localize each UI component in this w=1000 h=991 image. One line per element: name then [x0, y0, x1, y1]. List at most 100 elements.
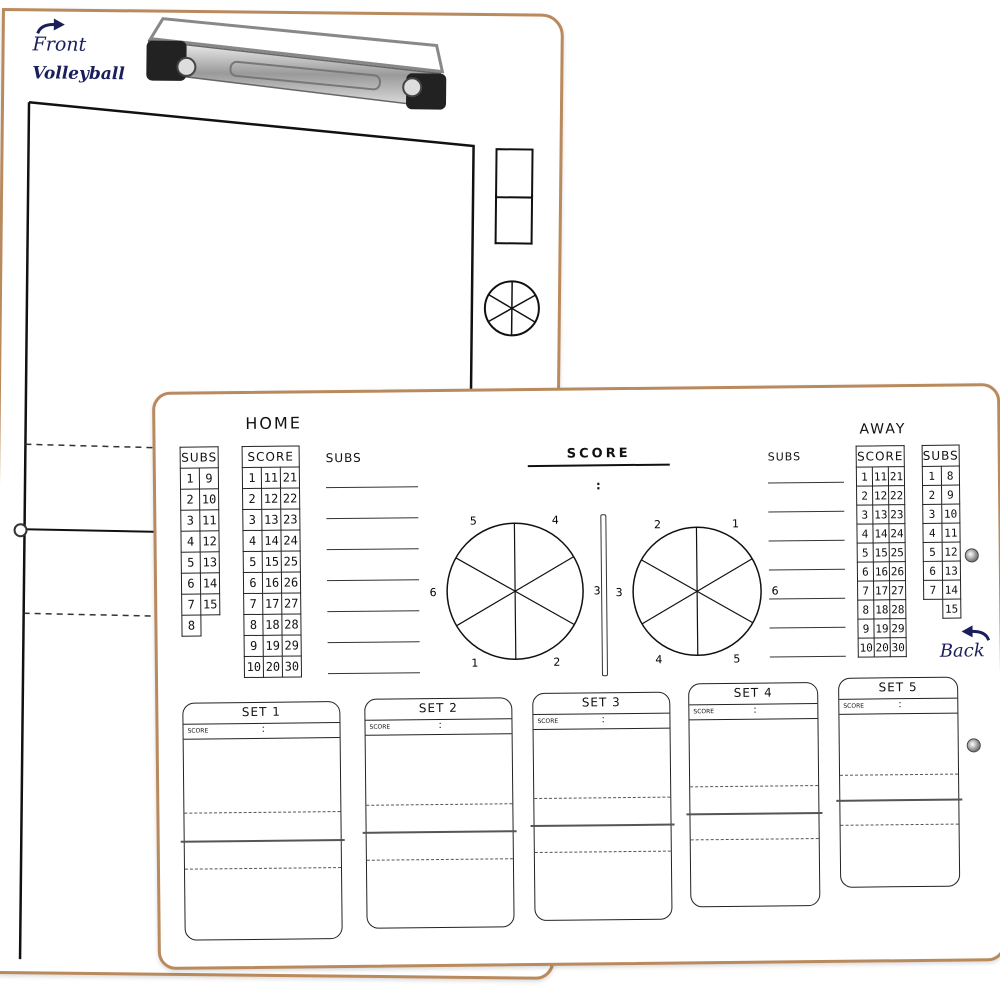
table-cell: 9 — [857, 618, 875, 639]
back-label: Back — [939, 640, 985, 662]
table-cell: 11 — [941, 523, 961, 543]
table-cell: 1 — [242, 467, 262, 489]
table-cell: 1 — [180, 468, 200, 490]
table-cell: 13 — [200, 551, 220, 574]
score-title-underline — [527, 463, 670, 468]
rotation-position-label: 6 — [772, 584, 779, 597]
set-score-label: SCORE — [187, 727, 209, 735]
table-cell: 7 — [181, 594, 201, 616]
table-cell: 12 — [872, 485, 889, 505]
table-cell: 2 — [922, 485, 942, 505]
sub-line — [326, 579, 419, 582]
table-cell: 26 — [889, 561, 906, 581]
table-cell: 7 — [923, 580, 943, 600]
away-subs-lines-label: SUBS — [767, 450, 802, 464]
table-cell: 23 — [280, 508, 300, 531]
net-line — [686, 811, 823, 816]
set-title: SET 4 — [733, 685, 773, 700]
table-cell: 22 — [280, 487, 300, 510]
table-cell: 5 — [181, 552, 201, 574]
rotation-position-label: 4 — [655, 653, 662, 666]
table-cell: 2 — [180, 489, 200, 511]
table-cell: 3 — [180, 510, 200, 532]
sub-line — [767, 481, 844, 484]
sub-line — [326, 548, 419, 551]
sub-line — [327, 672, 420, 675]
table-cell: 4 — [856, 523, 874, 544]
table-cell: 3 — [242, 509, 262, 531]
away-subs-header: SUBS — [922, 445, 960, 467]
rotation-position-label: 2 — [654, 518, 661, 531]
sub-line — [327, 610, 420, 613]
rotation-position-label: 4 — [552, 514, 559, 527]
table-cell: 10 — [941, 504, 960, 524]
attack-line — [690, 785, 819, 788]
table-cell: 4 — [180, 531, 201, 553]
table-cell: 14 — [261, 530, 282, 552]
table-cell: 27 — [889, 580, 906, 600]
sub-line — [327, 641, 420, 644]
table-cell: 18 — [873, 599, 890, 619]
table-cell: 9 — [941, 485, 960, 505]
table-cell: 17 — [262, 593, 282, 615]
table-cell: 16 — [873, 561, 890, 581]
set-title: SET 5 — [878, 679, 918, 695]
table-cell: 15 — [873, 542, 890, 562]
set-score-bar: SCORE: — [183, 722, 340, 740]
table-cell: 8 — [243, 614, 264, 636]
table-cell: 28 — [281, 613, 302, 636]
table-cell: 11 — [199, 509, 219, 532]
table-cell: 5 — [857, 542, 874, 563]
table-cell: 14 — [872, 523, 890, 543]
table-row: 8 — [181, 615, 220, 637]
table-cell: 26 — [281, 571, 301, 594]
rotation-position-label: 6 — [430, 586, 437, 599]
home-subs-lines-label: SUBS — [325, 450, 362, 466]
table-cell: 6 — [923, 561, 943, 581]
table-cell: 18 — [262, 614, 283, 636]
table-cell: 4 — [242, 530, 263, 552]
table-cell: 24 — [280, 529, 301, 552]
rotation-position-label: 3 — [616, 586, 623, 599]
rotation-position-label: 5 — [470, 515, 477, 528]
table-cell: 6 — [181, 573, 201, 595]
table-cell: 8 — [940, 466, 960, 486]
table-cell: 20 — [263, 656, 283, 678]
front-title: Volleyball — [32, 63, 125, 85]
net-line — [180, 838, 345, 843]
arrow-right-icon — [36, 18, 65, 34]
set-score-label: SCORE — [369, 723, 391, 731]
table-cell: 10 — [858, 637, 875, 658]
net-line — [362, 830, 517, 835]
away-label: AWAY — [859, 421, 907, 438]
table-cell: 8 — [857, 599, 874, 620]
screw-icon — [964, 548, 979, 563]
set-score-bar: SCORE: — [365, 718, 512, 736]
table-cell: 30 — [890, 637, 907, 657]
table-cell: 6 — [243, 572, 263, 594]
table-cell: 11 — [261, 467, 281, 489]
table-cell: 6 — [857, 561, 874, 582]
